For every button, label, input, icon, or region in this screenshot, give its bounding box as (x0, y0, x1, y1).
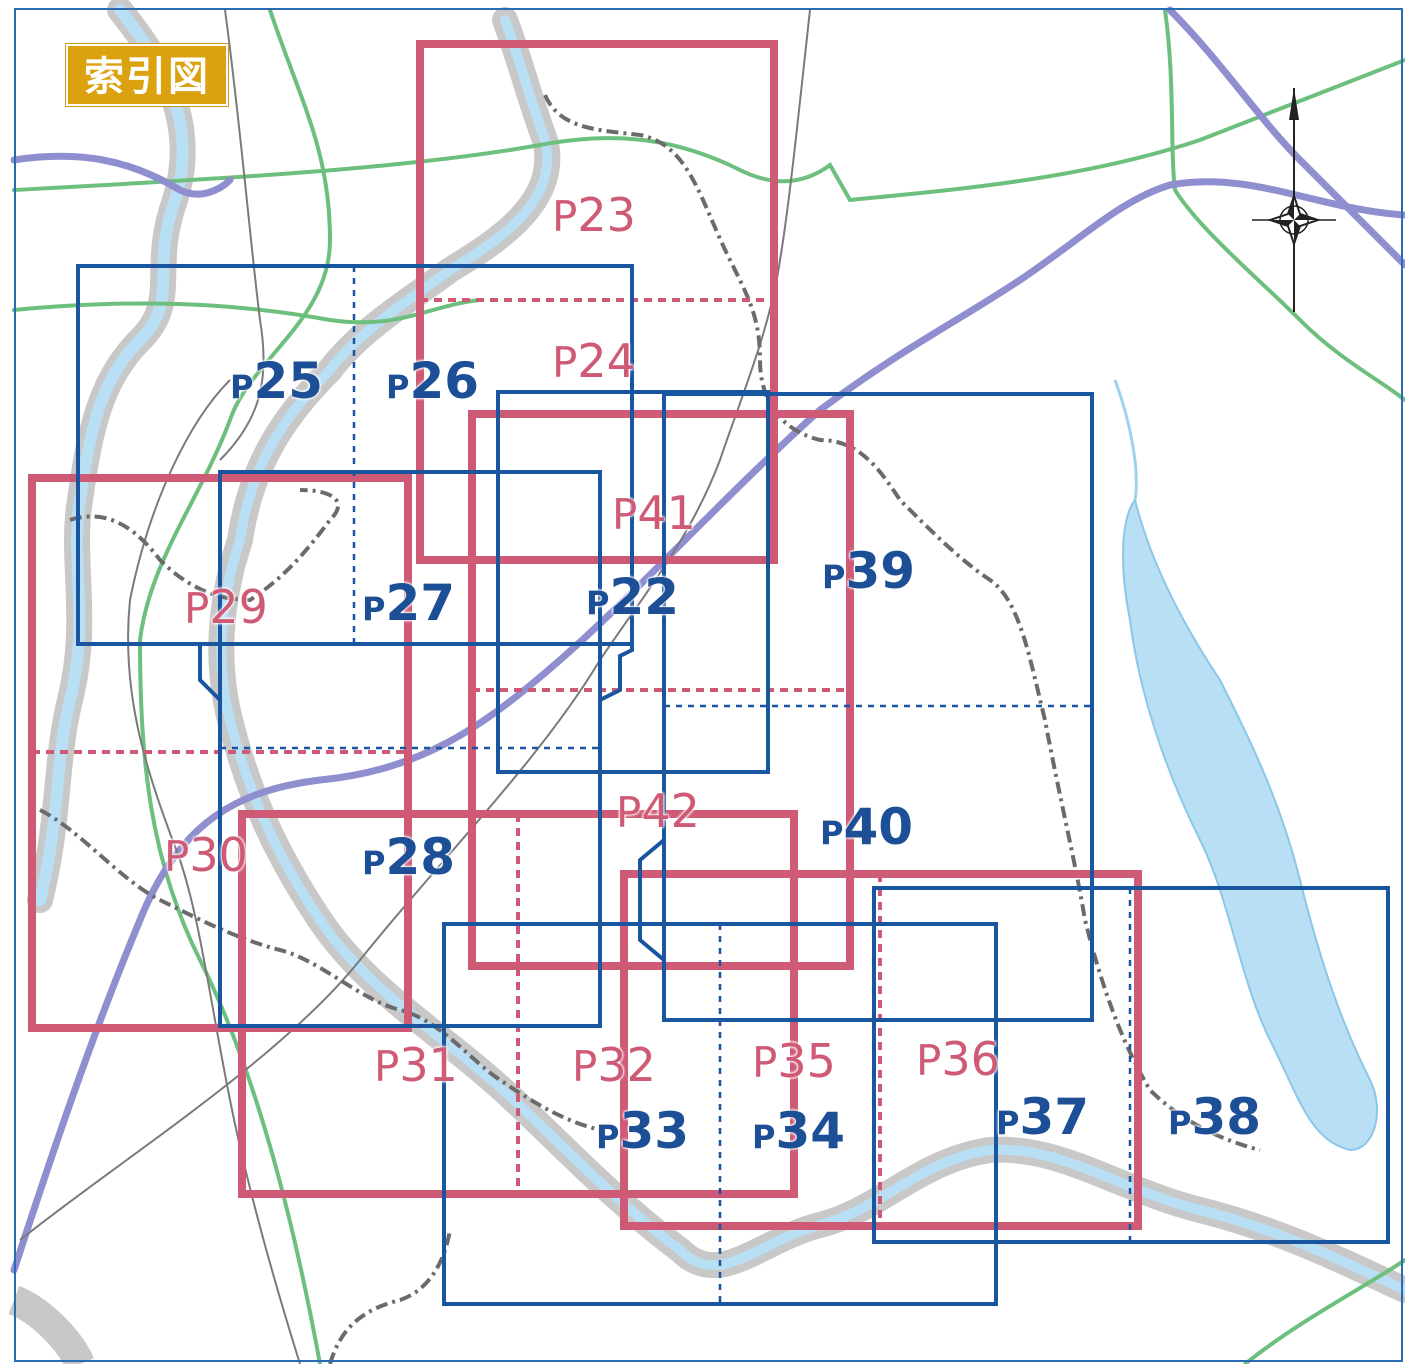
river-main (208, 7, 1405, 1303)
page-label-p23[interactable]: P23 (552, 188, 636, 242)
stream-right (1113, 379, 1138, 501)
page-label-p33[interactable]: P33 (596, 1102, 690, 1160)
river-left (27, 0, 196, 913)
page-label-p26[interactable]: P26 (386, 352, 480, 410)
page-label-p35[interactable]: P35 (752, 1034, 836, 1088)
page-label-p22[interactable]: P22 (586, 568, 680, 626)
page-label-p42[interactable]: P42 (616, 784, 700, 838)
blue-dividers (220, 266, 1132, 1304)
page-label-p28[interactable]: P28 (362, 828, 456, 886)
index-map-title: 索引図 (66, 44, 228, 106)
page-label-p27[interactable]: P27 (362, 574, 456, 632)
page-label-p25[interactable]: P25 (230, 352, 324, 410)
page-label-p41[interactable]: P41 (612, 486, 696, 540)
highway (10, 6, 1405, 1274)
page-label-p32[interactable]: P32 (572, 1038, 656, 1092)
page-label-p38[interactable]: P38 (1168, 1088, 1262, 1146)
compass-rose-icon (1252, 88, 1336, 312)
roads (19, 9, 811, 1364)
river-bottom-left (7, 1286, 94, 1364)
page-label-p34[interactable]: P34 (752, 1102, 846, 1160)
reservoir-right (1122, 497, 1379, 1152)
page-label-p30[interactable]: P30 (164, 828, 248, 882)
page-label-p36[interactable]: P36 (916, 1032, 1000, 1086)
page-label-p24[interactable]: P24 (552, 334, 636, 388)
frame-p22[interactable] (496, 390, 770, 774)
page-label-p37[interactable]: P37 (996, 1088, 1090, 1146)
page-label-p40[interactable]: P40 (820, 798, 914, 856)
page-label-p31[interactable]: P31 (374, 1038, 458, 1092)
page-label-p39[interactable]: P39 (822, 542, 916, 600)
blue-jogs (198, 644, 666, 962)
page-label-p29[interactable]: P29 (184, 580, 268, 634)
